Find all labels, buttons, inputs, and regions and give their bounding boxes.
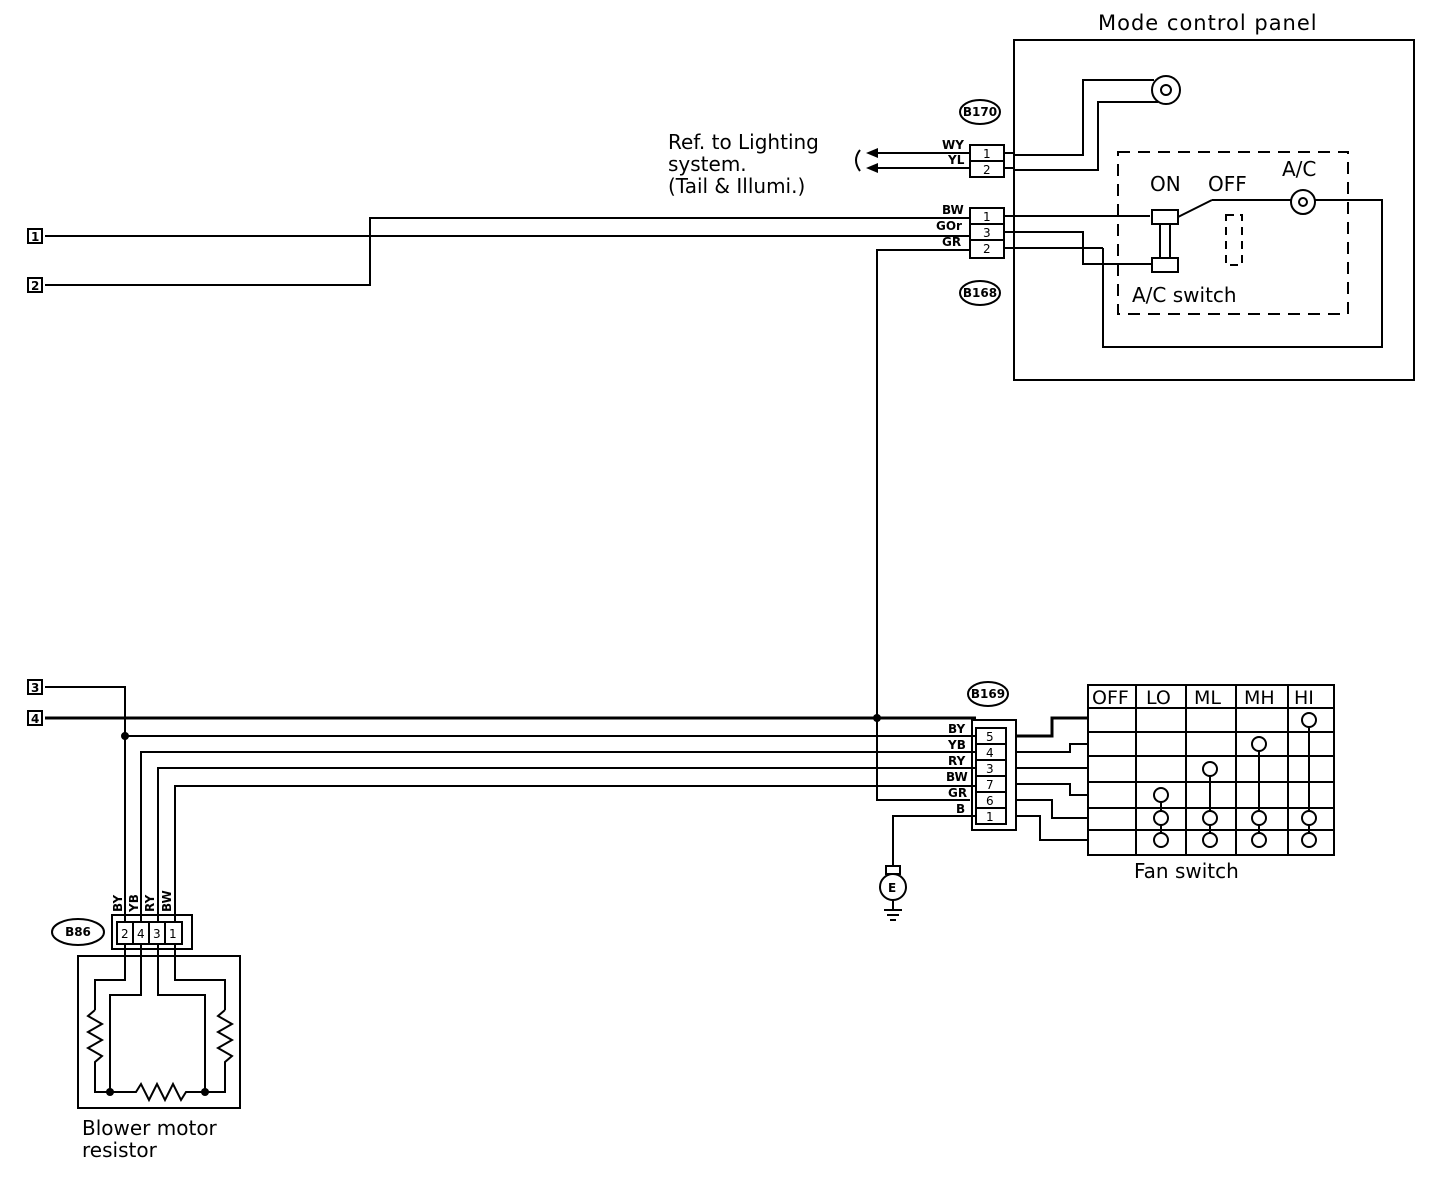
wire-color-label: BY: [111, 895, 125, 912]
ac-on-label: ON: [1150, 172, 1181, 196]
b169-label: B169: [971, 687, 1005, 701]
ac-indicator-label: A/C: [1282, 157, 1316, 181]
lighting-ref-line: Ref. to Lighting: [668, 130, 819, 154]
terminal-label: 2: [31, 279, 39, 293]
b168-pin: 3: [983, 226, 991, 240]
ground-label: E: [888, 881, 896, 895]
b169-pin: 4: [986, 746, 994, 760]
wire-color-label: BW: [160, 890, 174, 912]
ac-off-label: OFF: [1208, 172, 1247, 196]
wire-color-label: GR: [942, 235, 961, 249]
terminal-3: 3: [27, 679, 43, 695]
wire-color-label: YB: [127, 894, 141, 913]
fan-position-hi: HI: [1294, 687, 1314, 709]
b170-pin: 1: [983, 147, 991, 161]
fan-switch-label: Fan switch: [1134, 859, 1239, 883]
b86-label: B86: [65, 925, 91, 939]
wire-color-label: RY: [143, 894, 157, 912]
wire-color-label: RY: [948, 754, 966, 768]
lighting-ref-line: system.: [668, 152, 747, 176]
resistor-label-line1: Blower motor: [82, 1116, 218, 1140]
wire-color-label: B: [956, 802, 965, 816]
wire-color-label: GR: [948, 786, 967, 800]
b86-pin: 2: [121, 927, 129, 941]
wire-color-label: YB: [947, 738, 966, 752]
ac-switch-label: A/C switch: [1132, 283, 1237, 307]
terminal-label: 4: [31, 712, 39, 726]
mode-panel-title: Mode control panel: [1098, 11, 1318, 35]
terminal-label: 3: [31, 681, 39, 695]
b170-label: B170: [963, 105, 997, 119]
fan-position-ml: ML: [1194, 687, 1221, 709]
resistor-label-line2: resistor: [82, 1138, 158, 1162]
terminal-4: 4: [27, 710, 43, 726]
terminal-2: 2: [27, 277, 43, 293]
b168-pin: 2: [983, 242, 991, 256]
connector-b86: B86 2 4 3 1 BY YB RY BW: [51, 890, 193, 950]
wire-color-label: BW: [946, 770, 968, 784]
b170-pin: 2: [983, 163, 991, 177]
connector-b168: 1 3 2 BW GOr GR B168: [936, 203, 1152, 306]
b86-pin: 4: [137, 927, 145, 941]
mode-control-panel: Mode control panel: [1013, 11, 1415, 381]
fan-position-mh: MH: [1244, 687, 1275, 709]
b86-pin: 1: [169, 927, 177, 941]
b169-pin: 3: [986, 762, 994, 776]
ac-switch: ON OFF A/C A/C switch: [1102, 151, 1383, 348]
lighting-ref-line: (Tail & Illumi.): [668, 174, 805, 198]
connector-b169: B169 5 4 3 7 6 1 BY YB RY BW GR B: [946, 681, 1017, 831]
terminal-label: 1: [31, 230, 39, 244]
lighting-reference: Ref. to Lighting system. (Tail & Illumi.…: [668, 130, 819, 198]
ac-indicator-icon: [1290, 189, 1316, 215]
wire-color-label: BW: [942, 203, 964, 217]
b169-pin: 6: [986, 794, 994, 808]
b86-pin: 3: [153, 927, 161, 941]
b169-pin: 5: [986, 730, 994, 744]
fan-position-off: OFF: [1092, 687, 1129, 709]
wire-color-label: WY: [942, 138, 964, 152]
fan-position-lo: LO: [1146, 687, 1171, 709]
terminal-1: 1: [27, 228, 43, 244]
b169-pin: 1: [986, 810, 994, 824]
b169-pin: 7: [986, 778, 994, 792]
wire-color-label: YL: [947, 153, 965, 167]
b168-pin: 1: [983, 210, 991, 224]
b168-label: B168: [963, 286, 997, 300]
wire-color-label: BY: [948, 722, 965, 736]
ground-symbol: E: [879, 815, 976, 921]
fan-switch: OFF LO ML MH HI Fan switch: [1016, 684, 1335, 883]
wire-color-label: GOr: [936, 219, 962, 233]
illumination-lamp: [1014, 75, 1181, 171]
connector-b170: B170 1 2 WY YL: [855, 99, 1014, 178]
blower-motor-resistor: Blower motor resistor: [77, 944, 241, 1162]
